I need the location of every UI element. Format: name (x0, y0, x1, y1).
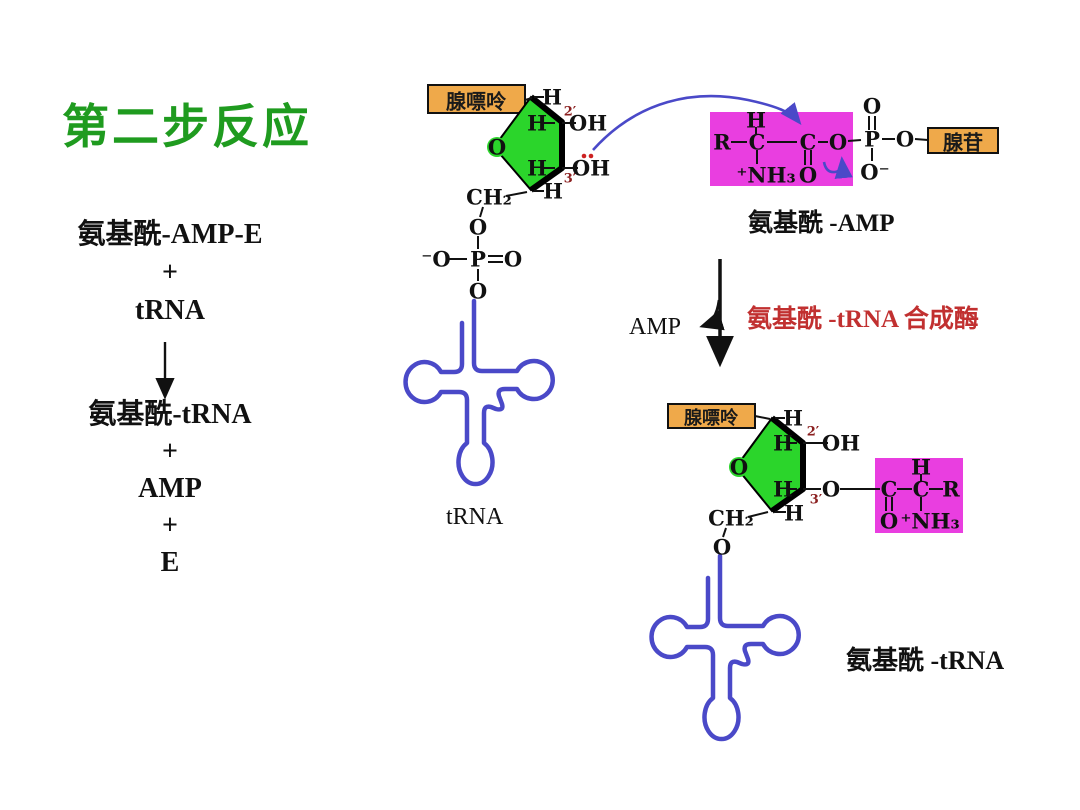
amp-branch-arrow (699, 299, 725, 331)
atom-h: H (527, 155, 547, 181)
equation-reactant2: tRNA (135, 295, 205, 326)
atom-o: O (798, 162, 818, 188)
adenosine-box (927, 127, 999, 154)
atom-nh: ⁺NH₃ (900, 508, 960, 534)
aminoacyl-amp-caption: 氨基酰 -AMP (748, 210, 895, 237)
enzyme-caption: 氨基酰 -tRNA 合成酶 (747, 306, 979, 333)
atom-o: O (821, 476, 841, 502)
equation-product1: 氨基酰-tRNA (88, 399, 252, 430)
atom-o: ⁻O (421, 246, 451, 272)
atom-p: P (470, 246, 486, 272)
adenine-box-top (427, 84, 526, 114)
atom-h: H (543, 178, 563, 204)
trna-cloverleaf-reactant (406, 301, 553, 484)
atom-2: 2′ (563, 104, 577, 120)
atom-p: P (864, 126, 880, 152)
amp-released-caption: AMP (629, 314, 682, 340)
atom-h: H (746, 107, 766, 133)
equation-block: 氨基酰-AMP-E + tRNA 氨基酰-tRNA + AMP + E (30, 216, 310, 581)
atom-h: H (783, 405, 803, 431)
plus-sign: + (162, 257, 178, 288)
atom-o: O⁻ (860, 159, 890, 185)
adenine-label-top: 腺嘌呤 (446, 91, 506, 114)
atom-c: C (799, 129, 817, 155)
equation-reactant1: 氨基酰-AMP-E (77, 219, 263, 250)
atom-nh: ⁺NH₃ (736, 162, 796, 188)
atom-3: 3′ (563, 171, 577, 187)
ribose-ring-bottom (729, 415, 806, 514)
equation-product3: E (160, 547, 180, 578)
atom-o: O (862, 93, 882, 119)
aminoacyl-highlight-bottom (875, 458, 963, 533)
equation-product2: AMP (138, 473, 202, 504)
atom-r: R (713, 129, 731, 155)
atom-o: O (828, 129, 848, 155)
atom-c: C (880, 476, 898, 502)
atom-oh: OH (571, 155, 611, 181)
atom-ch: CH₂ (466, 184, 512, 210)
electron-shift-arrow (822, 156, 853, 179)
ribose-ring-top (487, 94, 565, 193)
atom-ch: CH₂ (708, 505, 754, 531)
bonds-ribose-top (446, 96, 578, 281)
atom-o: O (468, 278, 488, 304)
atom-c: C (748, 129, 766, 155)
atom-h: H (773, 476, 793, 502)
atom-oh: OH (568, 110, 608, 136)
page-title: 第二步反应 (62, 102, 312, 154)
lone-pair-dots (581, 153, 594, 159)
aminoacyl-trna-caption: 氨基酰 -tRNA (846, 646, 1005, 675)
atom-h: H (527, 110, 547, 136)
adenine-box-bottom (667, 403, 756, 429)
adenine-label-bottom: 腺嘌呤 (684, 408, 738, 428)
atom-3: 3′ (809, 492, 823, 508)
atom-h: H (911, 454, 931, 480)
atom-oh: OH (821, 430, 861, 456)
atom-h: H (773, 430, 793, 456)
trna-caption: tRNA (446, 504, 504, 530)
atom-o: O (729, 454, 749, 480)
attack-arrow (592, 94, 802, 151)
atom-o: O (487, 134, 507, 160)
atom-o: O (468, 214, 488, 240)
bonds-aminoacyl-amp (731, 116, 929, 165)
atom-r: R (942, 476, 960, 502)
atom-h: H (542, 84, 562, 110)
atom-c: C (912, 476, 930, 502)
atom-o: O (503, 246, 523, 272)
trna-cloverleaf-product (652, 556, 799, 739)
plus-sign: + (162, 436, 178, 467)
atom-h: H (784, 500, 804, 526)
atom-o: O (879, 508, 899, 534)
atom-o: O (712, 534, 732, 560)
plus-sign: + (162, 510, 178, 541)
bonds-aminoacyl-trna (722, 415, 943, 538)
equation-arrow-gap (30, 330, 310, 396)
atom-2: 2′ (806, 424, 820, 440)
atom-o: O (895, 126, 915, 152)
adenosine-label: 腺苷 (943, 132, 983, 155)
